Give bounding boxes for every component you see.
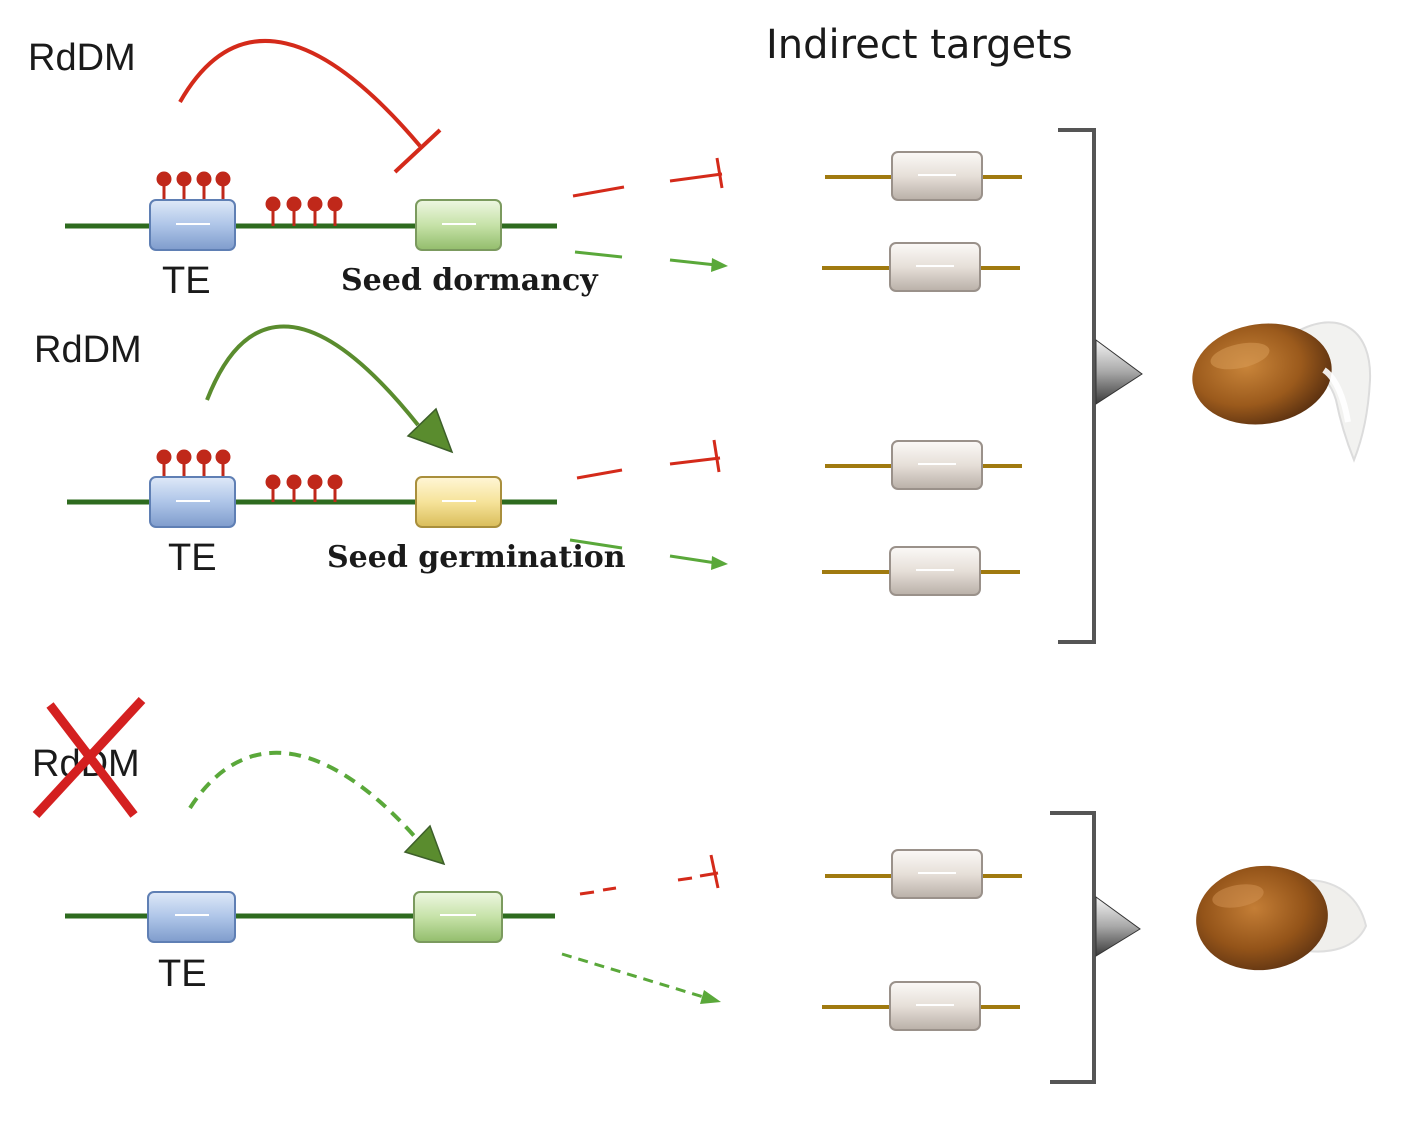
gene-label: Seed dormancy	[341, 263, 599, 298]
indirect-activation	[574, 250, 717, 267]
te-label: TE	[162, 260, 211, 302]
rddm-activation-arc	[205, 324, 420, 427]
indirect-activation	[561, 952, 711, 1001]
rddm-repression-arc	[178, 39, 422, 148]
repression-bar	[393, 128, 442, 174]
te-label: TE	[158, 953, 207, 995]
methylation-marks	[156, 449, 231, 478]
methylation-marks	[265, 474, 343, 502]
target-gene	[825, 151, 1022, 201]
indirect-targets-title: Indirect targets	[766, 22, 1073, 68]
bracket	[1058, 128, 1096, 644]
indirect-repression	[572, 157, 724, 198]
indirect-repression	[579, 854, 720, 896]
methylation-marks	[156, 171, 231, 200]
te-label: TE	[168, 537, 217, 579]
target-gene	[822, 981, 1020, 1031]
te-element	[149, 476, 236, 528]
rddm-activation-arc-dashed	[188, 750, 418, 840]
pointer-triangle	[1095, 339, 1143, 405]
dormant-seed-icon	[1196, 865, 1368, 971]
activation-arrowhead	[403, 824, 446, 866]
germinating-seed-icon	[1192, 321, 1372, 463]
target-gene	[825, 440, 1022, 490]
target-gene	[825, 849, 1022, 899]
panel-germination: RdDM TE Seed germination	[34, 324, 728, 579]
indirect-targets-bottom	[822, 811, 1141, 1084]
indirect-targets-top	[822, 128, 1143, 644]
cross-icon	[32, 696, 146, 819]
dormancy-gene	[413, 891, 503, 943]
indirect-activation	[569, 538, 717, 565]
activation-arrowhead	[700, 990, 721, 1004]
bracket	[1050, 811, 1096, 1084]
panel-mutant: RdDM TE	[32, 696, 721, 1004]
gene-label: Seed germination	[327, 540, 626, 575]
activation-arrowhead	[711, 556, 728, 570]
te-element	[147, 891, 236, 943]
indirect-repression	[576, 439, 721, 480]
methylation-marks	[265, 196, 343, 226]
panel-dormancy: RdDM TE Seed dormancy	[28, 37, 728, 302]
activation-arrowhead	[406, 407, 454, 454]
rddm-label: RdDM	[34, 329, 142, 371]
dormancy-gene	[415, 199, 502, 251]
rddm-label: RdDM	[28, 37, 136, 79]
pointer-triangle	[1095, 896, 1141, 957]
germination-gene	[415, 476, 502, 528]
target-gene	[822, 242, 1020, 292]
activation-arrowhead	[711, 258, 728, 272]
target-gene	[822, 546, 1020, 596]
te-element	[149, 199, 236, 251]
